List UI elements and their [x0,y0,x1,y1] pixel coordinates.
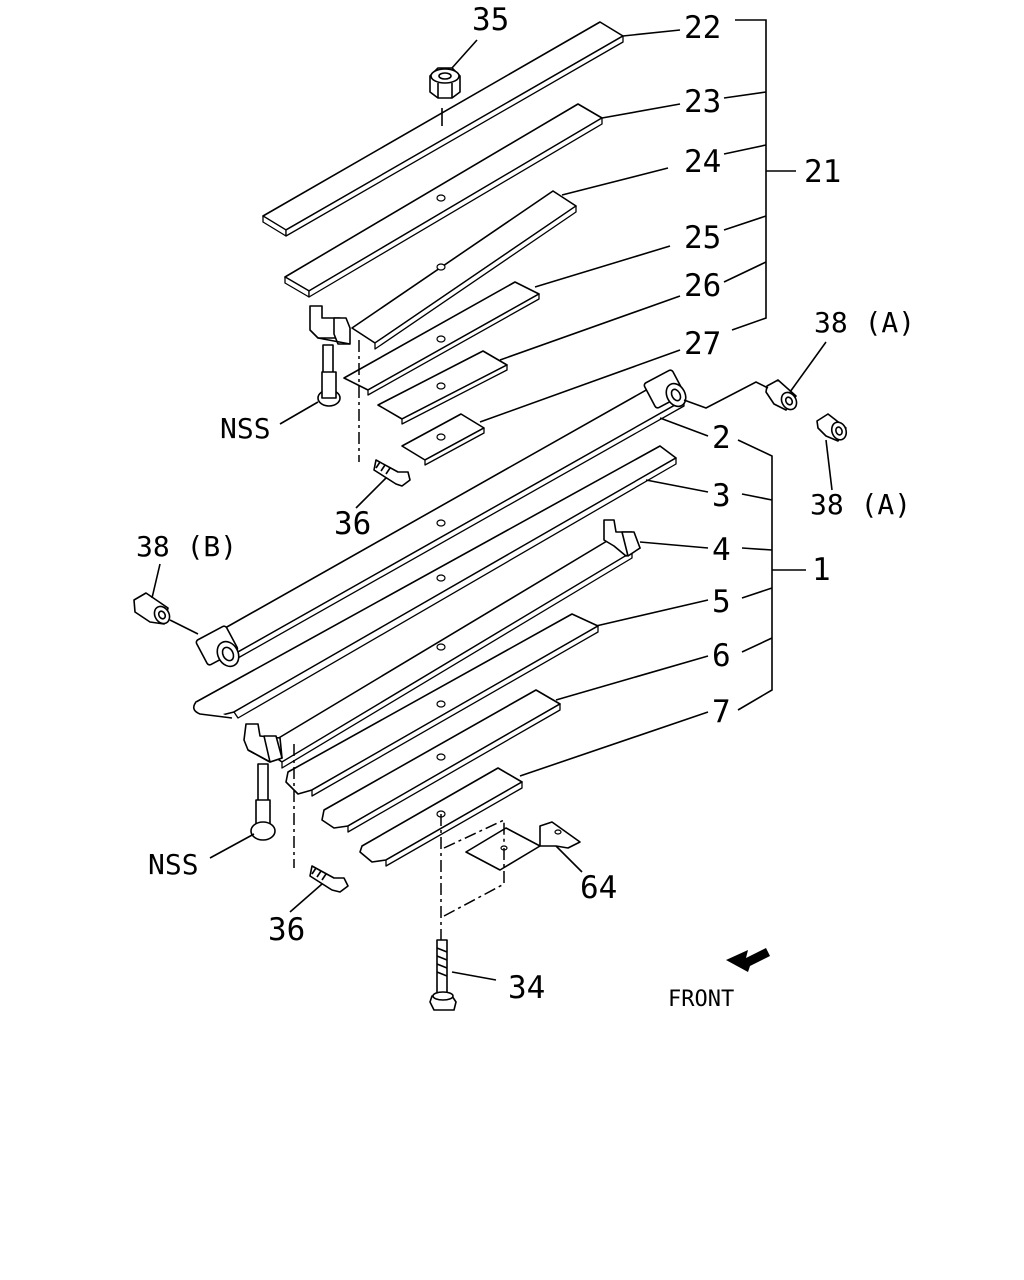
leaf-25 [343,281,540,396]
lower-clip [243,723,295,868]
leaf-3 [192,445,677,719]
callout-35: 35 [472,2,509,38]
leaf-26 [377,350,508,425]
main-spring-pack [133,369,848,1011]
callout-27: 27 [684,326,721,362]
front-label: FRONT [668,987,734,1012]
leaf-22 [262,21,624,237]
leaf-24 [351,190,577,350]
center-bolt-34 [429,814,457,1011]
bolt-36-upper [373,459,411,487]
helper-spring-pack [262,21,624,487]
upper-clip [309,305,360,462]
leaf-2 [195,369,687,668]
callout-38a-bottom: 38 (A) [810,488,911,521]
bushing-38b [133,592,199,635]
leaf-6 [321,689,561,833]
callout-1: 1 [812,552,831,588]
callout-34: 34 [508,970,545,1006]
leaf-23 [284,103,603,298]
leaf-4 [261,519,641,769]
leader-lines [151,19,833,981]
callout-labels: 35 22 23 24 25 26 27 21 38 (A) 38 (A) 38… [136,2,915,1012]
callout-26: 26 [684,268,721,304]
callout-6: 6 [712,638,731,674]
callout-2: 2 [712,420,731,456]
leaf-5 [285,613,599,797]
front-arrow [726,948,770,972]
bushing-38a-top [765,379,798,411]
callout-38b: 38 (B) [136,530,237,563]
callout-5: 5 [712,584,731,620]
callout-nss-top: NSS [220,412,271,445]
callout-36-top: 36 [334,506,371,542]
callout-23: 23 [684,84,721,120]
callout-36-bottom: 36 [268,912,305,948]
callout-22: 22 [684,10,721,46]
plate-64 [443,818,581,917]
callout-7: 7 [712,694,731,730]
callout-38a-top: 38 (A) [814,306,915,339]
callout-21: 21 [804,154,841,190]
callout-3: 3 [712,478,731,514]
callout-4: 4 [712,532,731,568]
callout-nss-bottom: NSS [148,848,199,881]
bolt-36-lower [309,865,349,893]
callout-64: 64 [580,870,617,906]
leaf-27 [401,413,485,466]
nut-35 [429,67,461,126]
callout-25: 25 [684,220,721,256]
callout-24: 24 [684,144,721,180]
bushing-38a-bottom [816,413,848,442]
